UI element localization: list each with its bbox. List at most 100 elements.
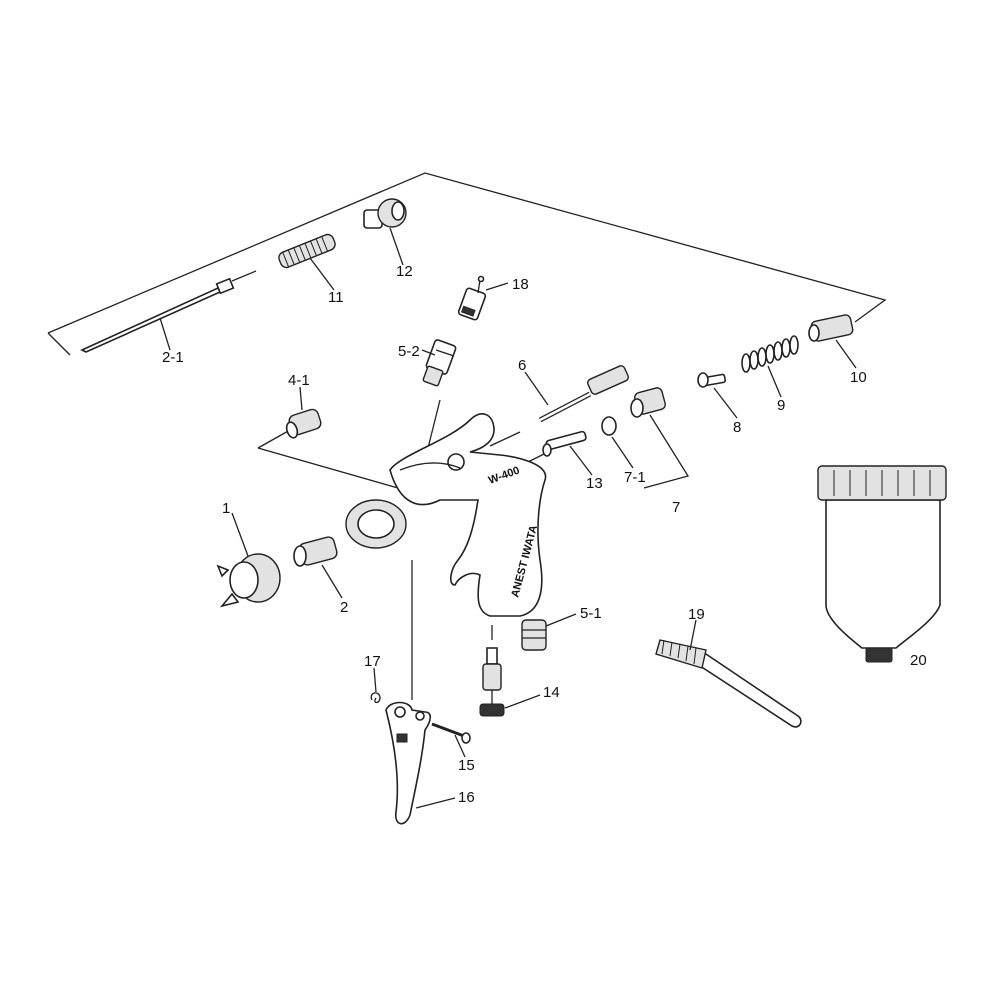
air-cap-face [229, 561, 259, 599]
nozzle-bore [357, 509, 395, 539]
leader-1 [231, 512, 249, 557]
part-labels: 1 2 2-1 4-1 5-1 5-2 6 7 7-1 8 9 10 11 12… [162, 263, 927, 806]
leader-5-2 [421, 349, 436, 356]
leader-14 [504, 694, 541, 709]
leader-9 [767, 365, 782, 398]
label-13: 13 [586, 475, 603, 492]
leader-4-1 [299, 386, 303, 411]
valve-stem [539, 392, 591, 422]
label-7-1: 7-1 [624, 469, 646, 486]
leader-5-1 [545, 613, 577, 627]
label-5-1: 5-1 [580, 605, 602, 622]
label-6: 6 [518, 357, 526, 374]
label-5-2: 5-2 [398, 343, 420, 360]
leader-18 [485, 282, 509, 291]
part-needle-spring [278, 233, 336, 269]
trigger-block [396, 733, 408, 743]
part-valve-seat [630, 387, 666, 418]
part-4-1-tip [285, 421, 299, 439]
leader-13 [569, 445, 593, 476]
part-18-slot [461, 305, 476, 317]
label-4-1: 4-1 [288, 372, 310, 389]
part-fluid-nozzle [293, 536, 338, 567]
label-12: 12 [396, 263, 413, 280]
valve-body [587, 365, 629, 395]
part-8 [697, 372, 727, 388]
label-10: 10 [850, 369, 867, 386]
fluid-nozzle-tip [293, 545, 307, 567]
cup-body [825, 499, 941, 649]
part-o-ring [601, 416, 617, 436]
leader-7 [643, 414, 690, 489]
part-18-pin-head [477, 275, 485, 283]
part-valve-spring [741, 335, 799, 373]
label-18: 18 [512, 276, 529, 293]
trigger-pivot [447, 453, 465, 471]
leader-6 [524, 371, 549, 406]
label-14: 14 [543, 684, 560, 701]
leader-8 [713, 387, 738, 419]
part-4-1 [285, 408, 322, 439]
connector-upper-groove [435, 349, 455, 357]
needle-shaft [80, 286, 222, 353]
part-14 [479, 647, 505, 717]
trigger-outline [385, 701, 432, 825]
part-15 [431, 722, 471, 744]
gun-body-outline [389, 413, 547, 617]
leader-2 [321, 564, 343, 599]
part-air-cap [216, 553, 281, 608]
needle-axis-tick [47, 332, 71, 356]
part-8-head [697, 372, 709, 388]
leader-lines [159, 227, 857, 809]
label-20: 20 [910, 652, 927, 669]
part-13-head [542, 443, 552, 457]
part-needle-adjusting-knob [363, 198, 407, 229]
label-17: 17 [364, 653, 381, 670]
leader-12 [389, 227, 404, 266]
needle-tail [231, 270, 257, 282]
body-contour [399, 462, 461, 471]
leader-11 [309, 257, 335, 291]
label-11: 11 [328, 289, 344, 306]
gun-body: W-400 ANEST IWATA [345, 413, 547, 617]
leader-17 [373, 667, 377, 693]
connector-upper-nut [422, 365, 444, 387]
label-1: 1 [222, 500, 230, 517]
air-cap-horn-bottom [219, 592, 240, 608]
label-16: 16 [458, 789, 475, 806]
part-air-connector-lower [521, 619, 547, 651]
part-trigger [385, 701, 432, 825]
part-fluid-needle [80, 270, 257, 353]
cup-outlet [865, 647, 893, 663]
needle-collar [215, 277, 235, 295]
label-2-1: 2-1 [162, 349, 184, 366]
leader-7-1 [611, 436, 634, 469]
part-13 [542, 430, 587, 457]
connector-lower-body [521, 619, 547, 651]
part-14-body [482, 663, 502, 691]
part-18-pin [477, 279, 481, 294]
part-gravity-cup [817, 465, 947, 663]
part-air-adjusting-screw [808, 314, 854, 342]
air-cap-horn-top [216, 564, 230, 578]
screw-face [808, 324, 820, 342]
label-19: 19 [688, 606, 705, 623]
needle-axis-line [47, 172, 887, 334]
part-13-shaft [545, 430, 587, 451]
brush-handle [692, 648, 802, 728]
label-7: 7 [672, 499, 680, 516]
part-air-valve [538, 365, 629, 423]
part-15-head [461, 732, 471, 744]
part-air-connector-upper [422, 339, 457, 387]
label-15: 15 [458, 757, 475, 774]
part-14-stem [486, 647, 498, 665]
part-14-knob [479, 703, 505, 717]
leader-16 [415, 797, 456, 809]
leader-15 [454, 734, 466, 758]
leader-19 [689, 619, 697, 651]
part-clip [370, 692, 381, 704]
part-cleaning-brush [655, 639, 802, 728]
valve-axis-line-a [489, 431, 521, 447]
